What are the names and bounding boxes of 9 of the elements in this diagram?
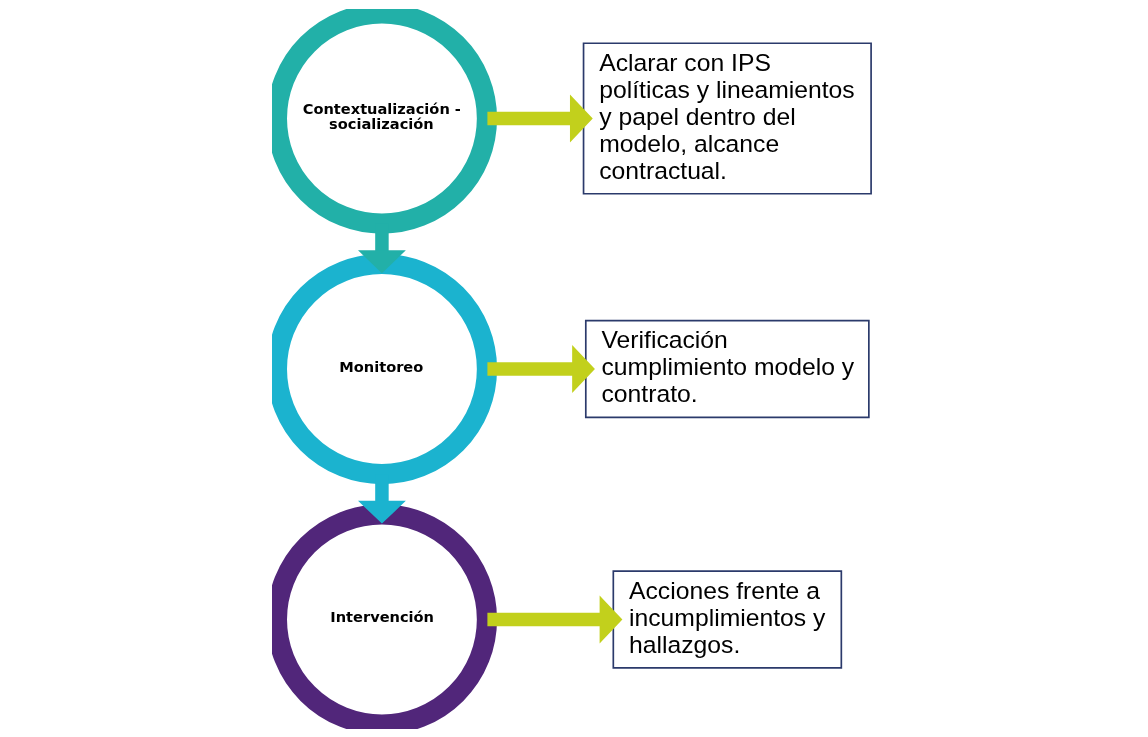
- node-circle: Contextualización - socialización: [272, 8, 498, 234]
- arrow: [487, 595, 623, 643]
- arrow: [487, 94, 593, 142]
- arrow: [487, 344, 595, 393]
- node-box: Acciones frente a incumplimientos y hallazgos.: [612, 569, 843, 669]
- node-box: Aclarar con IPS políticas y lineamientos y papel dentro del modelo, alcance contractual.: [582, 41, 872, 195]
- node-circle: Monitoreo: [272, 253, 498, 484]
- node-box: Verificación cumplimiento modelo y contrato.: [584, 319, 870, 418]
- node-circle: Intervención: [272, 503, 498, 729]
